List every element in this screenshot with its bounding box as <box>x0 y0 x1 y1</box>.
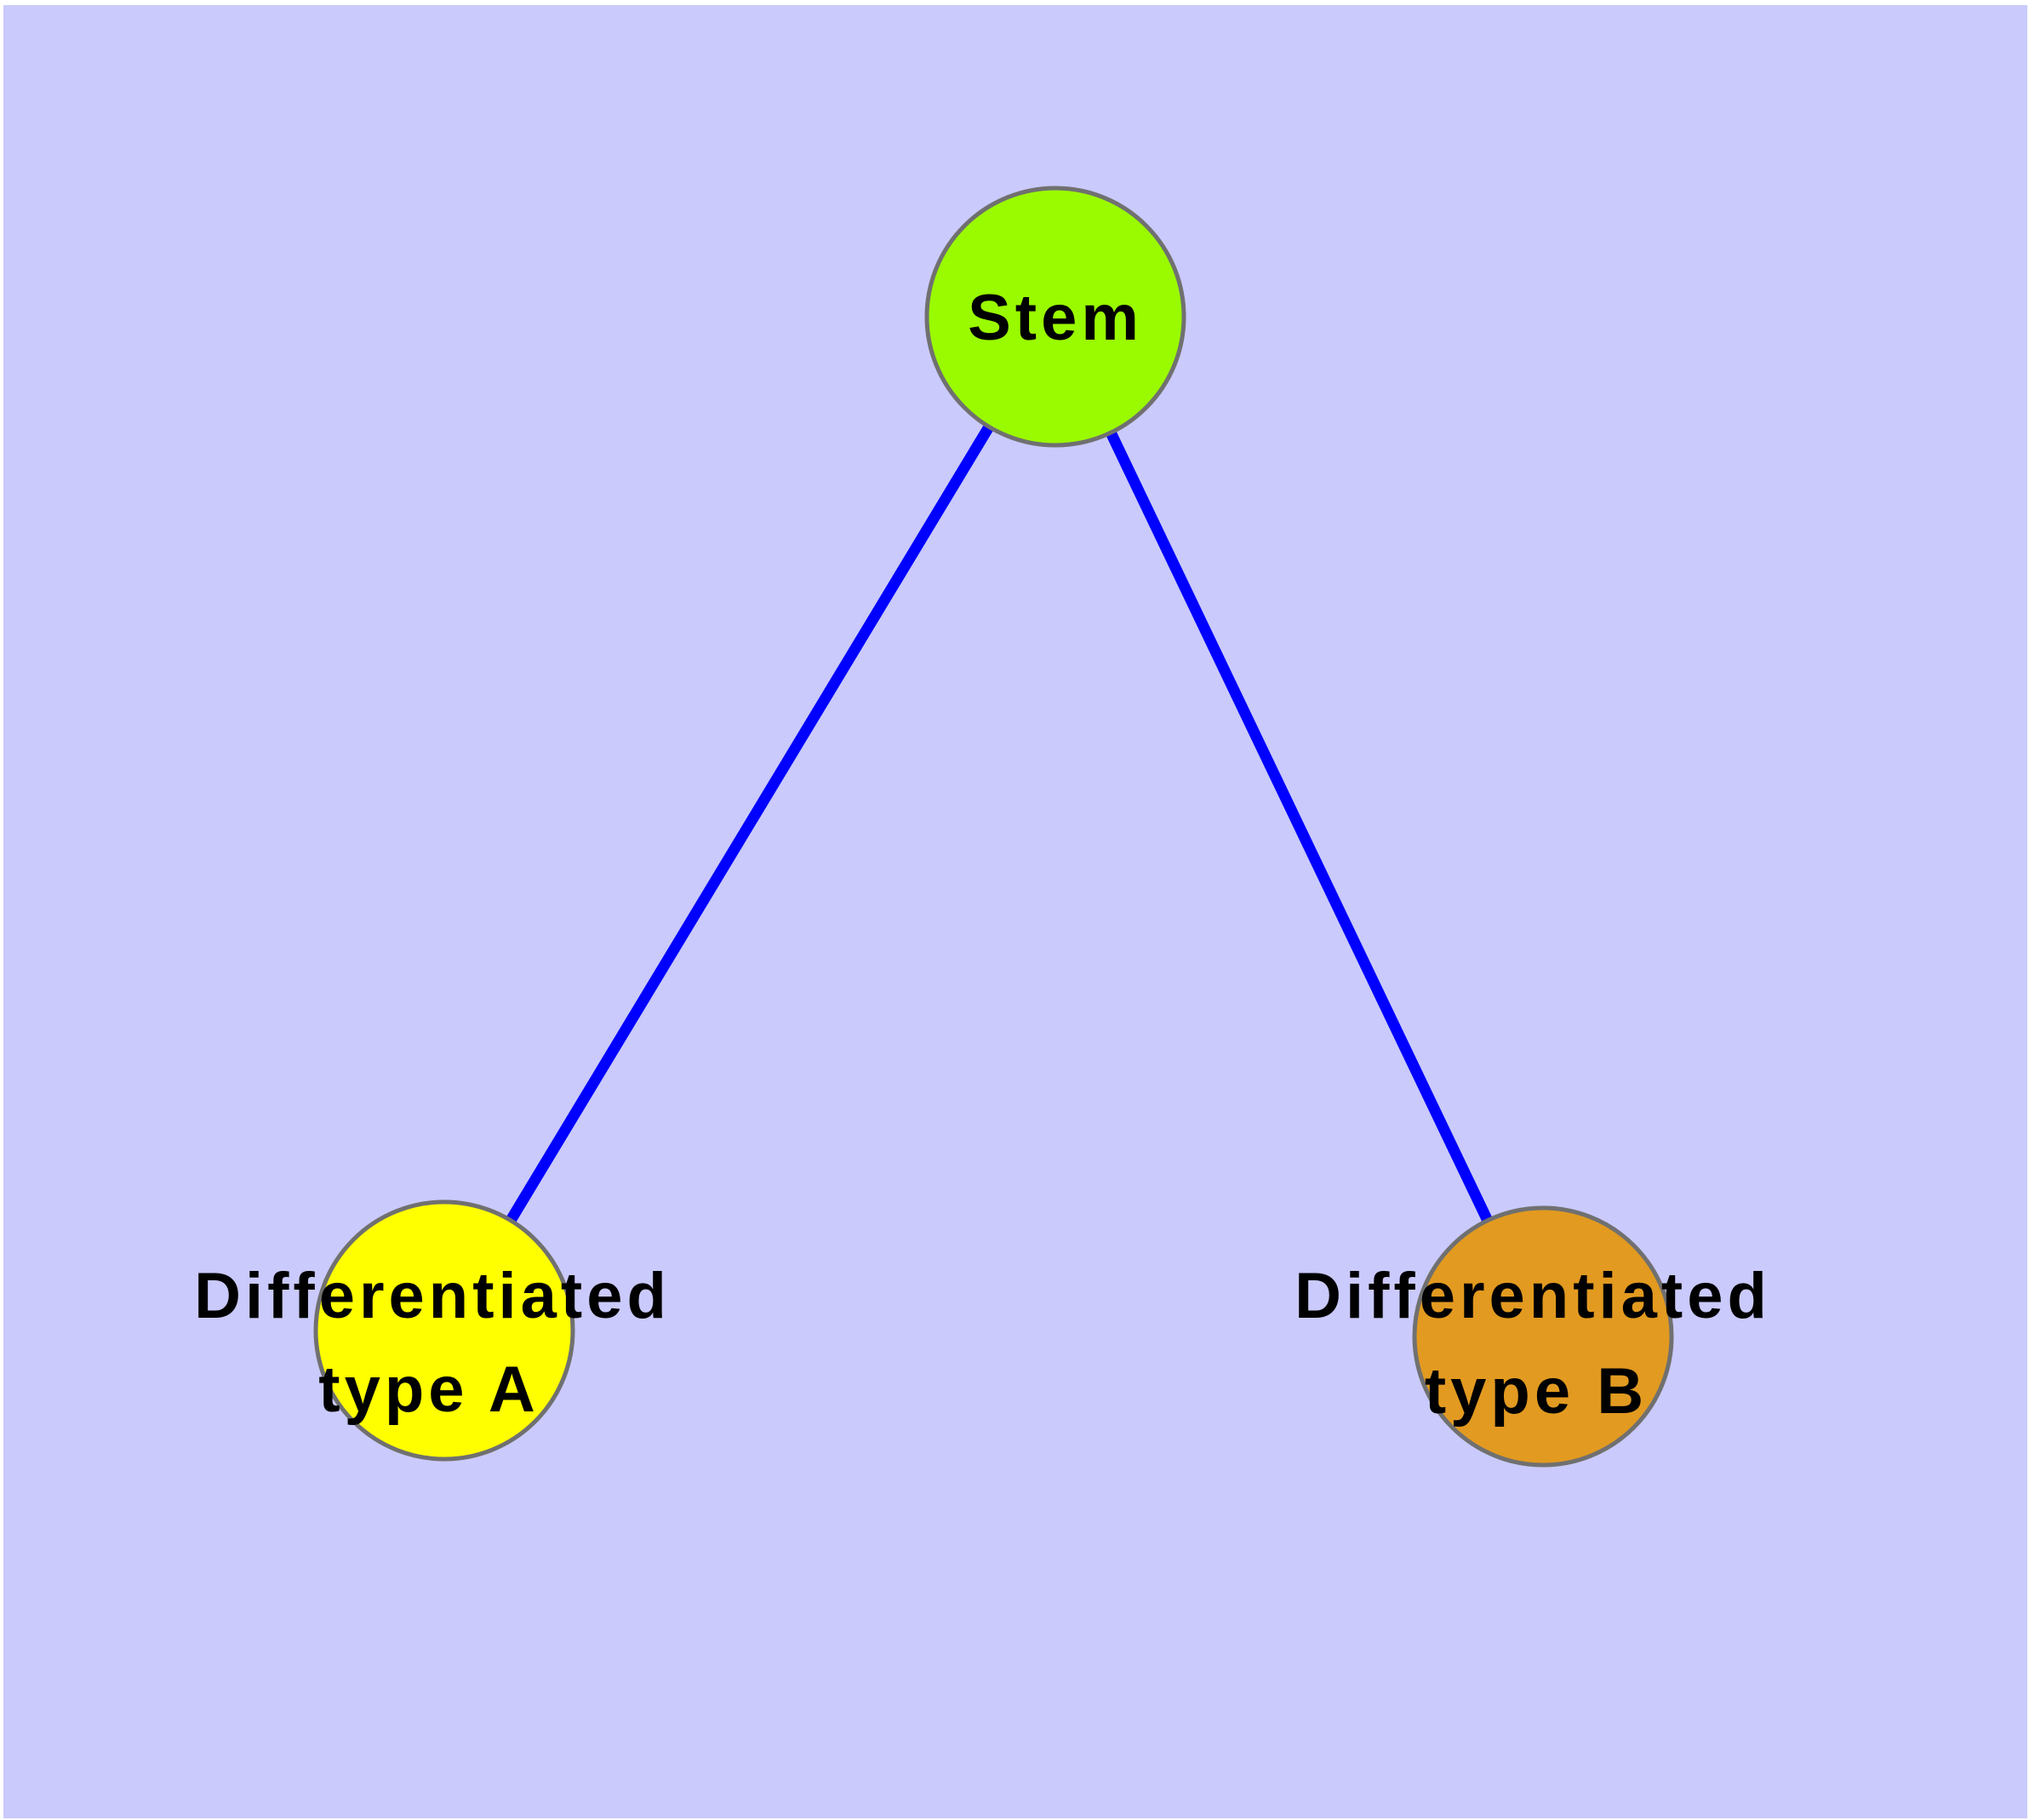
stem-node-label: Stem <box>968 282 1143 354</box>
differentiated-type-b-node <box>1412 1205 1674 1468</box>
edge-stem-to-type-a <box>439 313 1060 1334</box>
type-a-label-line2: type A <box>318 1354 539 1426</box>
type-b-label-line2: type B <box>1425 1355 1648 1428</box>
type-a-label-line1: Differentiated <box>194 1260 671 1332</box>
edge-stem-to-type-b <box>1050 314 1548 1339</box>
type-b-label-line1: Differentiated <box>1295 1260 1771 1332</box>
stem-node <box>924 186 1186 448</box>
differentiated-type-a-node <box>313 1199 575 1462</box>
